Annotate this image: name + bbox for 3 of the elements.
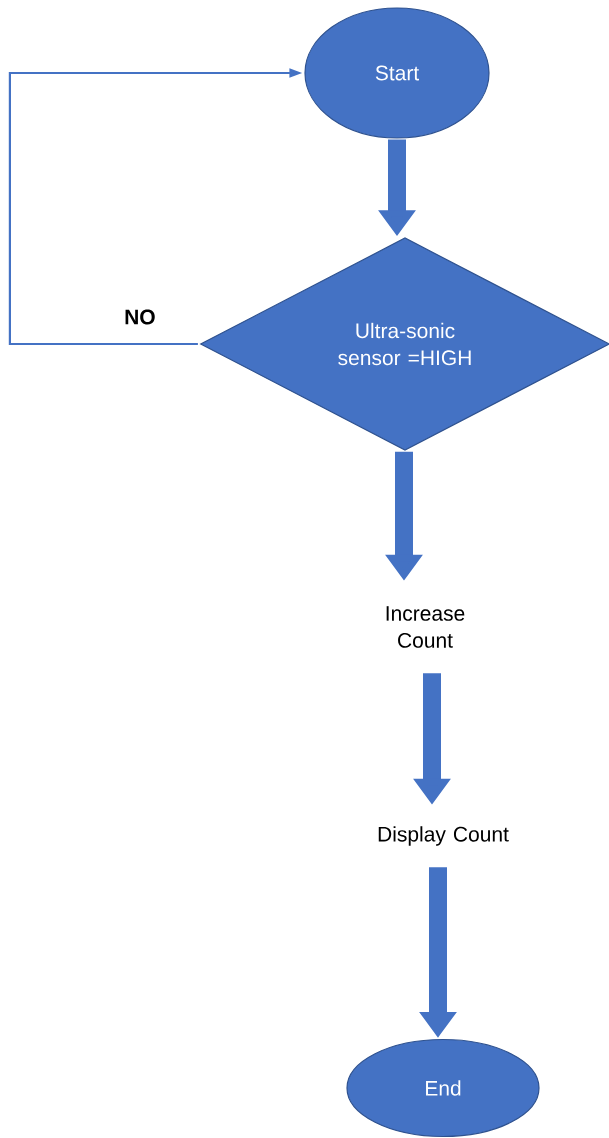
process-text: Display Count xyxy=(378,826,509,846)
edge-label: NO xyxy=(125,309,155,325)
process-text: Increase Count xyxy=(386,606,465,648)
